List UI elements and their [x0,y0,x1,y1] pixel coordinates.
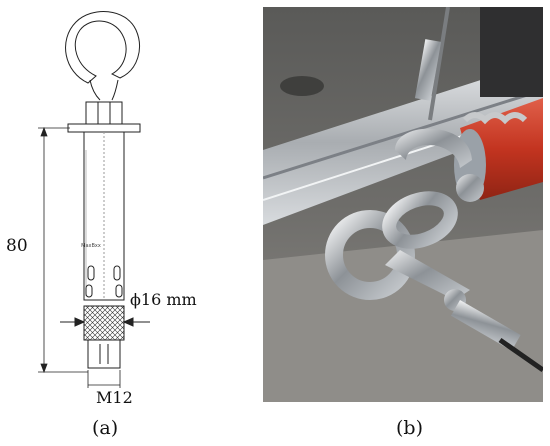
thread-dimension-label: M12 [96,388,133,407]
caption-b: (b) [396,417,423,439]
brand-mark: MaxBxx [81,243,101,249]
shackle-upper [395,128,472,168]
anchor-tip [87,339,121,369]
hardware-photo [263,7,543,402]
anchor-drawing [65,11,141,369]
knurled-section [83,305,125,341]
diameter-dimension-label: ϕ16 mm [130,290,197,309]
washer [67,123,141,133]
caption-a: (a) [92,417,119,439]
hex-nut [85,101,123,125]
eye-ring [65,11,140,84]
shackle-lower [385,250,470,300]
dimension-thread [87,370,121,388]
length-dimension-label: 80 [6,236,28,256]
dimension-length [38,126,88,374]
dimension-diameter [60,317,150,327]
